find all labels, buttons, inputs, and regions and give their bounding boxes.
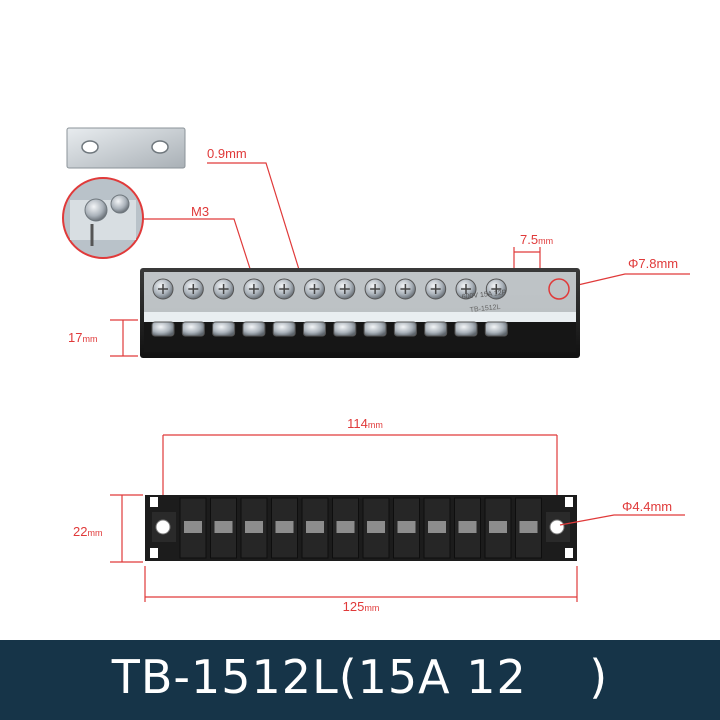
bottom-screw-row [151,321,508,337]
product-title: TB-1512L(15A 12 ) [111,650,609,704]
thickness-leader [207,162,302,277]
mount-hole-label: Φ4.4mm [622,499,672,514]
bottom-screw [484,321,508,337]
jumper-plate [66,127,186,169]
block-marking-1: 600V 15A 12P [461,289,507,301]
bottom-screw [363,321,387,337]
head-diameter-label: Φ7.8mm [628,256,678,271]
hole-spacing-label: 114mm [347,416,383,431]
block-marking-2: TB-1512L [469,304,500,314]
terminal-block-side-view: 600V 15A 12P TB-1512L [140,268,580,358]
bottom-screw [151,321,175,337]
bottom-screw [242,321,266,337]
bottom-screw [333,321,357,337]
screw-size-label: M3 [191,204,209,219]
screw-magnifier [62,177,144,259]
title-banner: TB-1512L(15A 12 ) [0,640,720,720]
top-screw-row [152,278,507,300]
pitch-label: 7.5mm [520,232,553,247]
thickness-label: 0.9mm [207,146,247,161]
terminal-block-top-view [145,495,577,561]
head-diameter-leader [564,273,690,289]
bottom-screw [272,321,296,337]
product-illustration: 0.9mm M3 7.5mm Φ7.8mm 600V 15A 12P TB-15… [62,127,690,614]
bottom-screw [454,321,478,337]
width-label: 22mm [73,524,102,539]
bottom-screw [303,321,326,337]
length-label: 125mm [343,599,380,614]
bottom-screw [393,321,417,337]
height-label: 17mm [68,330,97,345]
terminal-cells [179,497,542,559]
mount-hole-leader [559,514,685,526]
bottom-screw [181,321,205,337]
bottom-screw [424,321,448,337]
screw-size-leader [143,218,255,282]
bottom-screw [212,321,236,337]
